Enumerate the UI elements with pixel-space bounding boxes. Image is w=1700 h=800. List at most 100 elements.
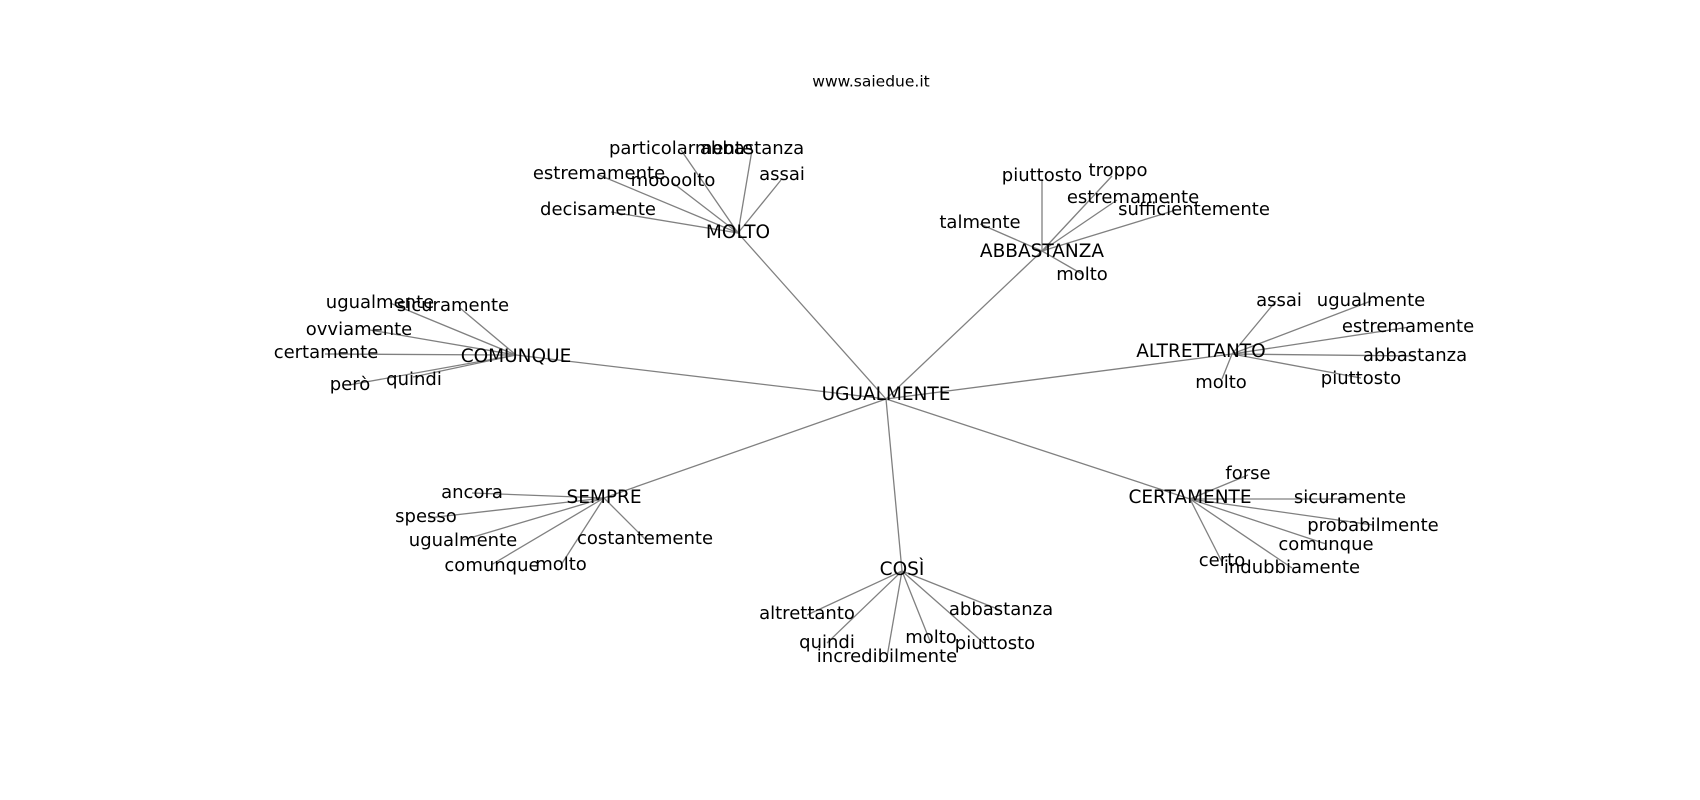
leaf-node-label: talmente <box>939 212 1020 233</box>
hub-node-label: COSÌ <box>880 558 925 580</box>
edge-hub-to-leaf <box>1189 498 1223 563</box>
edge-hub-to-leaf <box>369 329 517 356</box>
edge-hub-to-leaf <box>1231 353 1416 357</box>
leaf-node-label: ugualmente <box>326 292 434 313</box>
edge-hub-to-leaf <box>737 149 753 234</box>
leaf-node-label: costantemente <box>577 528 713 549</box>
edge-hub-to-leaf <box>1041 209 1177 252</box>
edge-root-to-hub <box>885 353 1233 400</box>
edge-hub-to-leaf <box>1189 498 1327 545</box>
leaf-node-label: piuttosto <box>1321 368 1401 389</box>
leaf-node-label: particolarmente <box>609 138 753 159</box>
leaf-node-label: molto <box>535 554 587 575</box>
leaf-node-label: ovviamente <box>306 319 413 340</box>
edge-hub-to-leaf <box>1231 300 1372 355</box>
hub-node-label: CERTAMENTE <box>1128 487 1251 508</box>
leaf-node-label: ugualmente <box>409 530 517 551</box>
edge-hub-to-leaf <box>389 302 517 356</box>
leaf-node-label: moooolto <box>631 170 716 191</box>
edge-hub-to-leaf <box>901 570 1001 611</box>
edge-hub-to-leaf <box>603 497 646 540</box>
leaf-node-label: abbastanza <box>700 138 804 159</box>
leaf-node-label: forse <box>1225 463 1270 484</box>
edge-hub-to-leaf <box>427 497 605 519</box>
edge-root-to-hub <box>885 398 903 572</box>
edge-root-to-hub <box>885 250 1043 400</box>
leaf-node-label: incredibilmente <box>817 646 957 667</box>
edges-layer <box>324 149 1416 658</box>
edge-hub-to-leaf <box>1231 300 1277 355</box>
edge-root-to-hub <box>737 232 887 400</box>
edge-hub-to-leaf <box>462 497 605 541</box>
leaf-node-label: spesso <box>395 506 457 527</box>
edge-hub-to-leaf <box>610 211 739 234</box>
leaf-node-label: estremamente <box>1067 187 1199 208</box>
leaf-node-label: certamente <box>274 342 379 363</box>
leaf-node-label: piuttosto <box>1002 165 1082 186</box>
edge-hub-to-leaf <box>490 497 605 566</box>
edge-hub-to-leaf <box>412 354 517 378</box>
leaf-node-label: sufficientemente <box>1118 199 1270 220</box>
leaf-node-label: abbastanza <box>949 599 1053 620</box>
edge-hub-to-leaf <box>806 570 903 616</box>
edge-hub-to-leaf <box>901 570 931 642</box>
edge-hub-to-leaf <box>348 354 517 386</box>
edge-hub-to-leaf <box>901 570 987 646</box>
root-node-label: UGUALMENTE <box>822 384 951 405</box>
edge-hub-to-leaf <box>560 497 605 566</box>
leaf-node-label: piuttosto <box>955 633 1035 654</box>
edge-hub-to-leaf <box>826 570 903 644</box>
hub-node-label: COMUNQUE <box>461 346 572 367</box>
leaf-node-label: indubbiamente <box>1224 557 1360 578</box>
edge-hub-to-leaf <box>1189 498 1293 569</box>
edge-hub-to-leaf <box>1041 250 1083 275</box>
edge-hub-to-leaf <box>324 353 517 356</box>
leaf-node-label: assai <box>759 164 805 185</box>
leaf-node-label: quindi <box>386 369 442 390</box>
edge-hub-to-leaf <box>1189 498 1374 526</box>
leaf-node-label: decisamente <box>540 199 656 220</box>
leaf-node-label: altrettanto <box>759 603 855 624</box>
edge-hub-to-leaf <box>471 492 605 499</box>
leaf-node-label: sicuramente <box>397 295 509 316</box>
leaf-node-label: estremamente <box>533 163 665 184</box>
edge-hub-to-leaf <box>979 223 1043 252</box>
edge-hub-to-leaf <box>1189 474 1249 500</box>
hub-node-label: SEMPRE <box>566 487 641 508</box>
leaf-node-label: probabilmente <box>1307 515 1438 536</box>
leaf-node-label: comunque <box>444 555 539 576</box>
hub-node-label: MOLTO <box>706 222 770 243</box>
edge-hub-to-leaf <box>1221 353 1233 380</box>
leaf-node-label: molto <box>905 627 957 648</box>
edge-hub-to-leaf <box>886 570 903 658</box>
edge-hub-to-leaf <box>1231 353 1362 379</box>
leaf-node-label: certo <box>1199 550 1245 571</box>
leaf-node-label: troppo <box>1089 160 1148 181</box>
leaf-node-label: assai <box>1256 290 1302 311</box>
edge-root-to-hub <box>515 354 887 400</box>
hub-node-label: ABBASTANZA <box>980 241 1104 262</box>
leaf-node-label: ancora <box>441 482 503 503</box>
hub-node-label: ALTRETTANTO <box>1136 341 1265 362</box>
leaf-node-label: ugualmente <box>1317 290 1425 311</box>
leaf-node-label: però <box>330 374 371 395</box>
edge-hub-to-leaf <box>672 182 739 234</box>
edge-hub-to-leaf <box>598 174 739 234</box>
edge-hub-to-leaf <box>1041 199 1118 252</box>
leaf-node-label: estremamente <box>1342 316 1474 337</box>
leaf-node-label: quindi <box>799 632 855 653</box>
diagram-title: www.saiedue.it <box>812 73 929 91</box>
leaf-node-label: sicuramente <box>1294 487 1406 508</box>
edge-hub-to-leaf <box>459 307 517 356</box>
edge-hub-to-leaf <box>1041 175 1113 252</box>
leaf-node-label: comunque <box>1278 534 1373 555</box>
edge-hub-to-leaf <box>1231 326 1411 355</box>
leaf-node-label: molto <box>1195 372 1247 393</box>
edge-hub-to-leaf <box>680 149 739 234</box>
leaf-node-label: abbastanza <box>1363 345 1467 366</box>
leaf-node-label: molto <box>1056 264 1108 285</box>
edge-root-to-hub <box>603 398 887 499</box>
edge-hub-to-leaf <box>737 179 782 234</box>
labels-layer: www.saiedue.it UGUALMENTE MOLTO particolar… <box>274 73 1474 668</box>
